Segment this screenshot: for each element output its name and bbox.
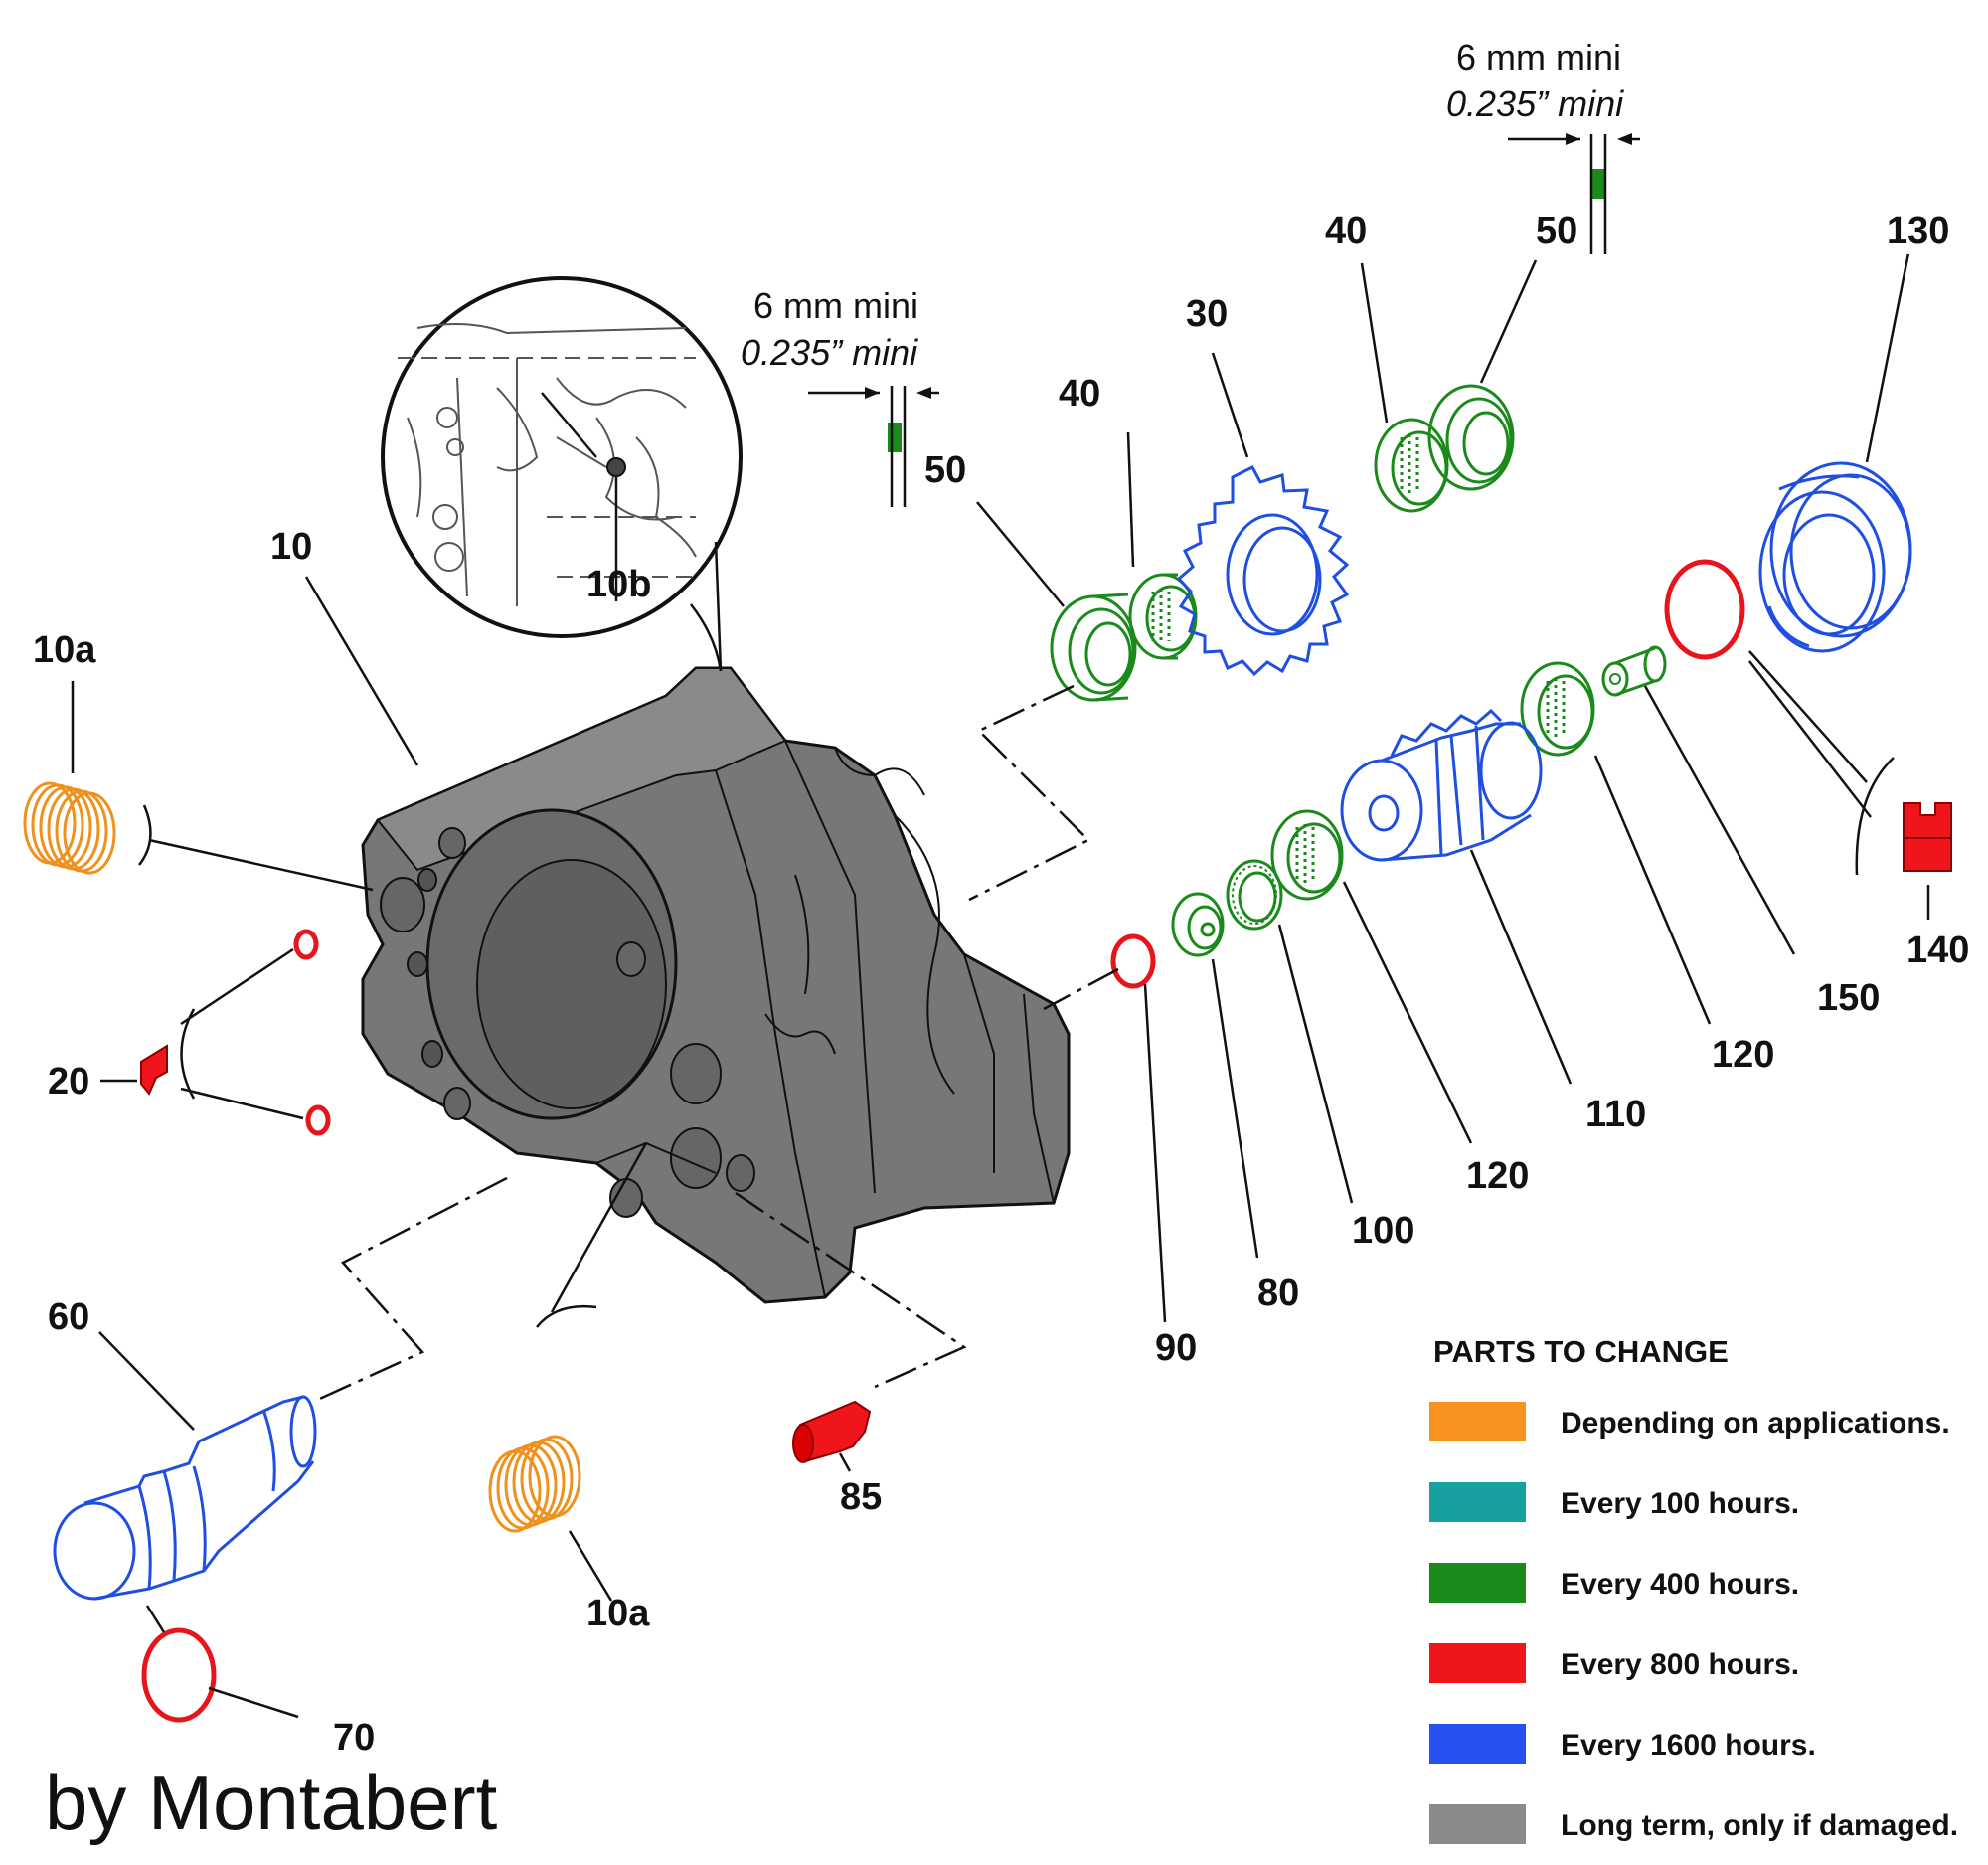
legend-label: Every 1600 hours. <box>1561 1729 1816 1762</box>
credit-text: by Montabert <box>45 1759 498 1846</box>
part-150-oring <box>1664 559 1745 660</box>
plug-10b-icon <box>606 457 626 477</box>
part-50-washer-left <box>1050 593 1137 702</box>
part-50-washer-right <box>1427 384 1515 491</box>
legend-swatch <box>1429 1804 1526 1844</box>
part-90-oring <box>1110 933 1156 989</box>
label-110: 110 <box>1585 1094 1646 1135</box>
part-20-oring-bottom <box>305 1104 331 1136</box>
part-110-gear-shaft <box>1340 708 1543 862</box>
label-10a-top: 10a <box>33 629 96 671</box>
dimension-left: 6 mm mini 0.235” mini <box>741 285 918 373</box>
legend-label: Every 800 hours. <box>1561 1648 1799 1681</box>
label-10: 10 <box>270 526 312 568</box>
label-40-left: 40 <box>1059 373 1100 415</box>
label-60: 60 <box>48 1296 89 1338</box>
part-labels: 10 10a 10b 20 60 70 10a 85 90 80 100 120… <box>33 210 1969 1759</box>
part-20-plug-icon <box>140 1044 168 1096</box>
center-lines <box>312 684 1119 1404</box>
label-50-left: 50 <box>924 449 966 491</box>
part-30-gear <box>1176 465 1350 677</box>
label-30: 30 <box>1186 293 1228 335</box>
svg-text:6 mm mini: 6 mm mini <box>1456 37 1621 78</box>
leader-lines <box>71 133 1930 1719</box>
part-120-bearing-left <box>1270 809 1344 901</box>
label-150: 150 <box>1817 977 1880 1019</box>
legend-swatch <box>1429 1482 1526 1522</box>
detail-callout-circle <box>381 276 743 638</box>
label-20: 20 <box>48 1061 89 1102</box>
part-10a-spring-bottom <box>488 1435 581 1533</box>
dimension-right: 6 mm mini 0.235” mini <box>1446 37 1624 124</box>
legend-swatch <box>1429 1563 1526 1603</box>
label-120-b: 120 <box>1712 1034 1774 1076</box>
label-140: 140 <box>1906 930 1969 971</box>
label-130: 130 <box>1887 210 1949 252</box>
svg-text:0.235” mini: 0.235” mini <box>1446 84 1624 124</box>
part-40-bearing-left <box>1128 573 1198 660</box>
label-80: 80 <box>1257 1272 1299 1314</box>
legend-label: Depending on applications. <box>1561 1407 1950 1440</box>
dimension-marker-right <box>1591 169 1605 199</box>
label-70: 70 <box>333 1717 375 1759</box>
legend-label: Every 100 hours. <box>1561 1487 1799 1520</box>
label-40-right: 40 <box>1325 210 1367 252</box>
part-85-pin-icon <box>792 1400 872 1463</box>
part-120-bearing-right <box>1520 661 1595 757</box>
part-140-plug-icon <box>1903 802 1952 872</box>
part-10a-spring-top <box>23 781 116 875</box>
label-90: 90 <box>1155 1327 1197 1369</box>
legend-swatch <box>1429 1724 1526 1764</box>
legend-swatch <box>1429 1402 1526 1441</box>
dimension-marker-left <box>888 423 902 452</box>
housing-body <box>361 666 1071 1304</box>
part-60-shaft <box>53 1395 317 1601</box>
part-150-pin <box>1601 645 1667 697</box>
legend-swatch <box>1429 1643 1526 1683</box>
part-20-oring-top <box>293 929 319 960</box>
legend: PARTS TO CHANGE Depending on application… <box>1429 1334 1958 1844</box>
svg-text:6 mm mini: 6 mm mini <box>753 285 918 326</box>
part-100-thrust-bearing <box>1226 859 1283 931</box>
label-120-a: 120 <box>1466 1155 1529 1197</box>
part-40-bearing-right <box>1374 418 1449 513</box>
legend-label: Every 400 hours. <box>1561 1568 1799 1601</box>
label-100: 100 <box>1352 1210 1414 1252</box>
legend-title: PARTS TO CHANGE <box>1433 1334 1729 1369</box>
part-130-sleeve <box>1758 461 1912 653</box>
legend-label: Long term, only if damaged. <box>1561 1809 1958 1842</box>
label-10a-bottom: 10a <box>586 1593 650 1634</box>
label-10b: 10b <box>586 564 651 605</box>
part-70-oring <box>141 1627 217 1723</box>
label-85: 85 <box>840 1476 882 1518</box>
svg-text:0.235” mini: 0.235” mini <box>741 332 918 373</box>
label-50-right: 50 <box>1536 210 1577 252</box>
part-80-washer <box>1171 892 1225 957</box>
